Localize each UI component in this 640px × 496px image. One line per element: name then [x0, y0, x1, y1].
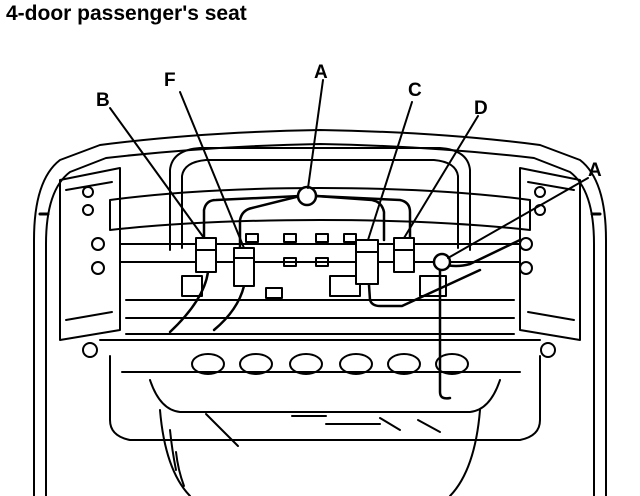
callout-b: B	[96, 90, 110, 111]
connector-f	[233, 247, 255, 287]
seat-back-outline	[33, 129, 607, 496]
connector-d	[393, 237, 415, 273]
harness-clip-a-top	[296, 185, 318, 207]
upper-cross-member	[109, 187, 531, 231]
callout-c: C	[408, 80, 422, 101]
cross-panel	[119, 233, 521, 335]
diagram-title: 4-door passenger's seat	[6, 2, 247, 25]
lower-seat-pan	[99, 339, 541, 496]
left-side-rail	[38, 167, 121, 358]
callout-a-right: A	[588, 160, 602, 181]
callout-f: F	[164, 70, 176, 91]
connector-c	[355, 239, 379, 285]
harness-clip-a-right	[432, 252, 452, 272]
headrest-frame	[169, 147, 471, 251]
connector-b	[195, 237, 217, 273]
headrest-frame-inner	[181, 159, 459, 249]
leader-lines	[109, 79, 589, 259]
callout-d: D	[474, 98, 488, 119]
callout-a-top: A	[314, 62, 328, 83]
